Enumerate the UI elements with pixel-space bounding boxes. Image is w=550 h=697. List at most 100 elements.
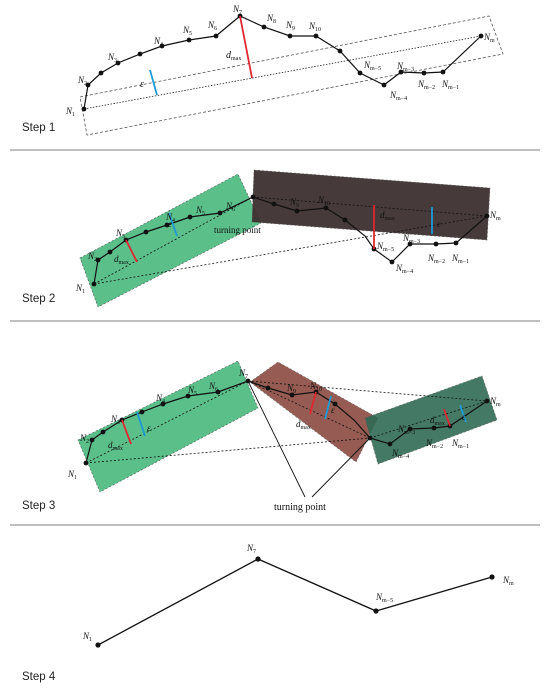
label-n7-s4: N7 [246, 543, 256, 555]
label-nm5-s4: Nm−5 [375, 592, 393, 604]
label-nm: Nm [483, 32, 495, 44]
label-nm2-s2: Nm−2 [427, 253, 445, 265]
label-nm-s2: Nm [489, 210, 501, 222]
step-4-panel: N1 N7 Nm−5 Nm Step 4 [22, 543, 514, 683]
label-nm1-s2: Nm−1 [451, 253, 469, 265]
label-nm3: Nm−3 [396, 61, 414, 73]
tolerance-band-teal [364, 375, 498, 465]
dmax-line-teal [443, 408, 451, 427]
dmax-line-green [121, 419, 132, 445]
epsilon-line-green [136, 411, 146, 437]
label-nm3-s3: Nm−3 [397, 424, 415, 436]
dmax-label-left: dmax [114, 254, 129, 266]
label-n5-s2: N5 [195, 205, 205, 217]
simplified-vertices [95, 556, 495, 648]
tolerance-band-left [79, 173, 262, 308]
step-4-label: Step 4 [22, 671, 56, 683]
label-n3-s3: N3 [110, 414, 120, 426]
dmax-line-left [125, 239, 138, 263]
turning-pointer-2 [311, 437, 371, 498]
label-n2-s2: N2 [87, 251, 97, 263]
turning-pointer-1 [247, 380, 306, 498]
dmax-label-right: dmax [380, 210, 395, 222]
tolerance-band-green [77, 360, 259, 493]
label-n10-s3: N10 [309, 381, 322, 393]
label-nm4: Nm−4 [389, 90, 407, 102]
label-nm-s3: Nm [489, 396, 501, 408]
tolerance-band-outline [79, 15, 504, 136]
label-n3: N3 [107, 52, 117, 64]
dmax-label-brown: dmax [296, 419, 311, 431]
baseline-brown [247, 380, 371, 439]
dmax-line [239, 15, 253, 79]
step-1-label: Step 1 [22, 122, 55, 134]
label-n6: N6 [207, 20, 217, 32]
label-n1-s4: N1 [82, 631, 92, 643]
label-n1: N1 [65, 106, 75, 118]
original-polyline [83, 15, 482, 110]
epsilon-line [149, 69, 158, 96]
epsilon-label-right: ε [437, 219, 441, 229]
epsilon-label-brown: ε [331, 405, 335, 415]
label-nm4-s2: Nm−4 [395, 263, 413, 275]
label-n4: N4 [153, 36, 163, 48]
label-n4-s2: N4 [165, 212, 175, 224]
label-nm4-s3: Nm−4 [391, 448, 409, 460]
label-n9-s2: N9 [289, 197, 299, 209]
step-2-vertices [91, 194, 490, 287]
label-nm5-s2: Nm−5 [376, 241, 394, 253]
baseline-teal [369, 400, 488, 439]
label-n3-s2: N3 [115, 228, 125, 240]
label-n7: N7 [232, 4, 242, 16]
label-n4-s3: N4 [155, 393, 165, 405]
epsilon-label-teal: ε [462, 412, 466, 422]
epsilon-line-teal [459, 404, 467, 423]
label-n5-s3: N5 [187, 385, 197, 397]
label-n10: N10 [308, 21, 321, 33]
epsilon-label-green: ε [147, 423, 151, 433]
baseline-right [252, 196, 488, 217]
epsilon-label: ε [140, 79, 144, 90]
label-n2-s3: N2 [79, 433, 89, 445]
step-3-panel: dmax ε dmax ε dmax ε turning point N1 N2… [22, 360, 501, 513]
polyline-step-2 [93, 196, 488, 285]
polyline-step-3 [85, 380, 488, 464]
label-nm3-s2: Nm−3 [402, 233, 420, 245]
label-n6-s3: N6 [208, 381, 218, 393]
baseline-overall-lower [85, 437, 371, 464]
label-n9-s3: N9 [286, 383, 296, 395]
dmax-label: dmax [226, 50, 241, 62]
label-nm1: Nm−1 [441, 79, 459, 91]
label-nm2: Nm−2 [417, 79, 435, 91]
baseline-n1-nm [83, 35, 482, 110]
dmax-line-brown [309, 391, 317, 415]
label-n9: N9 [285, 20, 295, 32]
step-1-panel: dmax ε N1 N2 N3 N4 N5 N6 N7 N8 N9 N10 Nm… [22, 4, 504, 136]
epsilon-line-left [168, 212, 178, 237]
label-n1-s2: N1 [75, 283, 85, 295]
label-nm-s4: Nm [502, 575, 514, 587]
label-n2: N2 [77, 75, 87, 87]
label-nm1-s3: Nm−1 [451, 438, 469, 450]
label-n7-s3: N7 [238, 368, 248, 380]
label-n5: N5 [182, 25, 192, 37]
label-nm5: Nm−5 [363, 60, 381, 72]
turning-point-label-step3: turning point [274, 502, 326, 513]
label-n1-s3: N1 [67, 469, 77, 481]
baseline-overall [93, 215, 488, 285]
epsilon-label-left: ε [168, 219, 172, 229]
step-2-label: Step 2 [22, 293, 55, 305]
label-n10-s2: N10 [317, 195, 330, 207]
step-2-panel: dmax ε dmax ε turning point N1 N2 N3 N4 … [22, 169, 501, 308]
dmax-label-green: dmax [108, 440, 123, 452]
tolerance-band-right [251, 169, 491, 241]
polyline-vertices [81, 13, 484, 112]
label-n6-s2: N6 [225, 201, 235, 213]
turning-point-label-step2: turning point [214, 225, 261, 235]
epsilon-line-brown [324, 395, 332, 420]
step-3-label: Step 3 [22, 500, 55, 512]
label-n8: N8 [266, 13, 276, 25]
simplified-polyline [97, 558, 493, 646]
dmax-label-teal: dmax [430, 415, 445, 427]
